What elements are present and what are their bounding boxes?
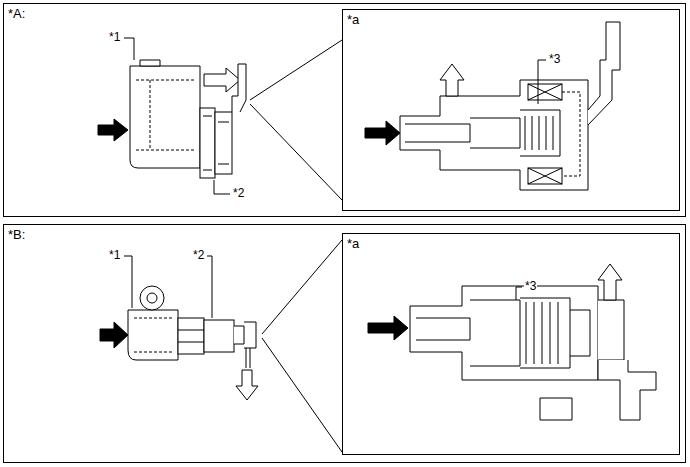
leader-line	[124, 256, 132, 308]
flow-arrow	[98, 119, 128, 141]
valve-b	[100, 240, 656, 452]
mount-hole	[147, 293, 157, 303]
panel-label: *A:	[4, 4, 25, 21]
callout-number: *3	[524, 280, 537, 293]
valve-cap	[598, 300, 624, 360]
hex-nut	[178, 318, 204, 354]
panel-frame: *A: *a	[3, 3, 686, 217]
flow-arrow	[100, 322, 128, 348]
nut-detail	[203, 116, 229, 170]
inset-label: *a	[343, 10, 359, 27]
callout-number: *1	[108, 31, 121, 44]
connector	[234, 322, 256, 348]
callout-number: *1	[108, 249, 121, 262]
callout-number: *2	[232, 187, 245, 200]
outflow-arrow	[204, 68, 240, 92]
valve-section	[400, 80, 588, 190]
hex-nut	[200, 108, 215, 178]
zoom-line	[250, 40, 342, 200]
inset-label: *a	[343, 234, 359, 251]
callout-number: *3	[548, 53, 561, 66]
spring	[520, 298, 570, 368]
leader-line	[214, 180, 230, 194]
connector	[232, 64, 246, 112]
flow-arrow	[365, 121, 400, 145]
valve-nozzle	[140, 60, 160, 66]
hidden-line	[134, 318, 174, 352]
connector	[598, 360, 656, 420]
valve-body	[128, 310, 178, 360]
valve-section	[410, 286, 598, 380]
valve-a	[98, 22, 620, 200]
outflow-arrow	[440, 64, 464, 96]
valve-cap	[215, 112, 232, 174]
outflow-arrow	[598, 264, 622, 300]
pipe	[246, 348, 250, 368]
valve-cap	[204, 320, 234, 352]
flow-arrow	[368, 316, 408, 340]
leader-line	[124, 38, 134, 60]
terminal	[540, 398, 572, 420]
panel-label: *B:	[4, 225, 25, 242]
leader-line	[516, 287, 522, 300]
spring	[520, 110, 560, 156]
callout-number: *2	[192, 249, 205, 262]
nut-detail	[178, 330, 204, 342]
hidden-line	[136, 80, 196, 150]
leader-line	[538, 60, 546, 104]
leader-line	[207, 256, 212, 318]
mount-eye	[140, 286, 164, 310]
inlet-bore	[416, 300, 520, 366]
plunger	[405, 118, 520, 148]
wire	[562, 92, 580, 176]
panel-frame: *B: *a	[3, 224, 686, 463]
zoom-line	[262, 240, 342, 452]
plunger	[570, 310, 590, 356]
connector	[588, 22, 620, 125]
outflow-arrow	[236, 370, 258, 400]
valve-body	[130, 66, 200, 168]
inset-frame: *a	[342, 9, 680, 211]
inset-frame: *a	[342, 233, 680, 455]
coil-cross	[528, 84, 562, 184]
